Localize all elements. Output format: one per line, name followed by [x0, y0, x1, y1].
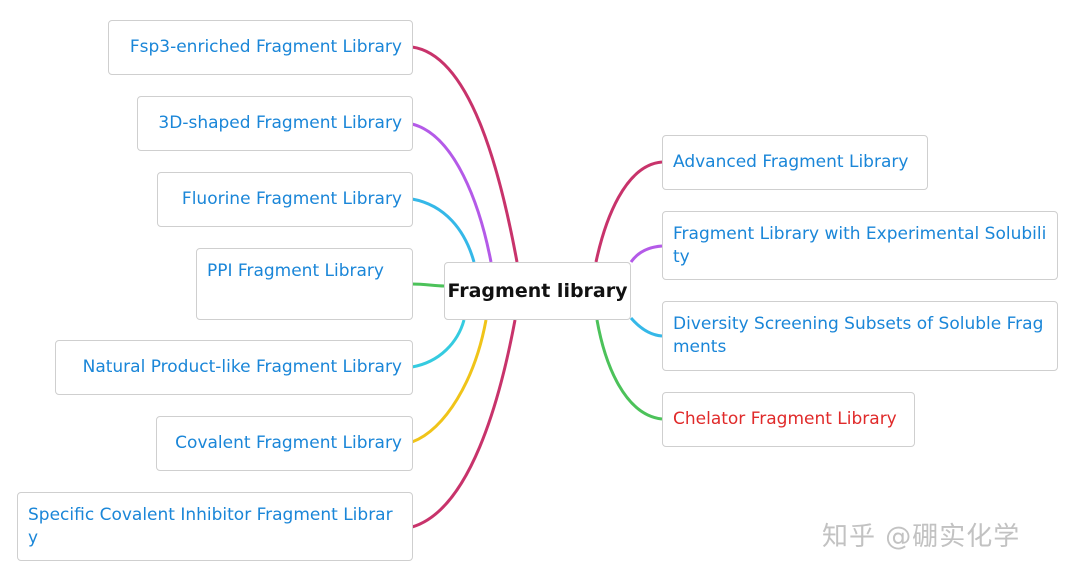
connector-natural-product	[411, 319, 466, 369]
central-topic-label: Fragment library	[447, 280, 628, 302]
node-label: Natural Product-like Fragment Library	[82, 357, 402, 377]
node-covalent-fragment-library[interactable]: Covalent Fragment Library	[156, 416, 413, 471]
node-label: 3D-shaped Fragment Library	[158, 113, 402, 133]
node-label: Fsp3-enriched Fragment Library	[129, 37, 402, 57]
connector-chelator	[595, 319, 663, 421]
node-fluorine-fragment-library[interactable]: Fluorine Fragment Library	[157, 172, 413, 227]
node-chelator-fragment-library[interactable]: Chelator Fragment Library	[662, 392, 915, 447]
node-label: Diversity Screening Subsets of Soluble F…	[673, 314, 1044, 357]
connector-covalent	[411, 319, 488, 444]
node-specific-covalent-inhibitor-fragment-library[interactable]: Specific Covalent Inhibitor Fragment Lib…	[17, 492, 413, 561]
connector-diversity	[629, 317, 663, 338]
node-label: Covalent Fragment Library	[175, 433, 402, 453]
connector-fluorine	[411, 197, 476, 263]
node-advanced-fragment-library[interactable]: Advanced Fragment Library	[662, 135, 928, 190]
node-label: Advanced Fragment Library	[673, 152, 909, 172]
connector-3d-shaped	[411, 122, 493, 263]
node-label: Specific Covalent Inhibitor Fragment Lib…	[28, 505, 393, 548]
node-diversity-screening-subsets-of-soluble-fragments[interactable]: Diversity Screening Subsets of Soluble F…	[662, 301, 1058, 371]
node-ppi-fragment-library[interactable]: PPI Fragment Library	[196, 248, 413, 320]
connector-specific-covalent	[411, 319, 517, 529]
node-label: Chelator Fragment Library	[673, 409, 897, 429]
node-label: Fluorine Fragment Library	[181, 189, 402, 209]
node-label: Fragment Library with Experimental Solub…	[673, 224, 1047, 267]
connector-fsp3	[411, 45, 519, 263]
watermark: 知乎 @硼实化学	[822, 516, 1020, 553]
node-natural-product-like-fragment-library[interactable]: Natural Product-like Fragment Library	[55, 340, 413, 395]
node-fsp3-enriched-fragment-library[interactable]: Fsp3-enriched Fragment Library	[108, 20, 413, 75]
connector-advanced	[594, 160, 663, 263]
node-label: PPI Fragment Library	[207, 261, 384, 281]
watermark-text: 知乎 @硼实化学	[822, 522, 1021, 552]
connector-solubility	[629, 244, 663, 263]
node-fragment-library-with-experimental-solubility[interactable]: Fragment Library with Experimental Solub…	[662, 211, 1058, 280]
connector-ppi	[411, 282, 445, 288]
node-3d-shaped-fragment-library[interactable]: 3D-shaped Fragment Library	[137, 96, 413, 151]
central-topic[interactable]: Fragment library	[444, 262, 631, 320]
